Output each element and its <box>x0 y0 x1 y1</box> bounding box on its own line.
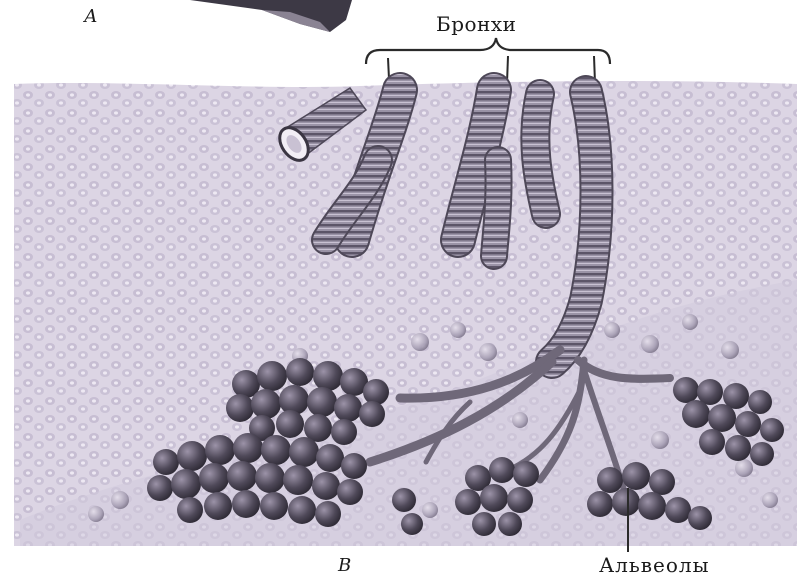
panel-a-fragment <box>190 0 352 32</box>
alveoli-label: Альвеолы <box>599 553 710 577</box>
bronchi-label: Бронхи <box>436 12 516 36</box>
panel-a-label: А <box>84 6 98 27</box>
panel-b-label: В <box>338 555 351 576</box>
bronchi-bracket <box>366 38 610 64</box>
